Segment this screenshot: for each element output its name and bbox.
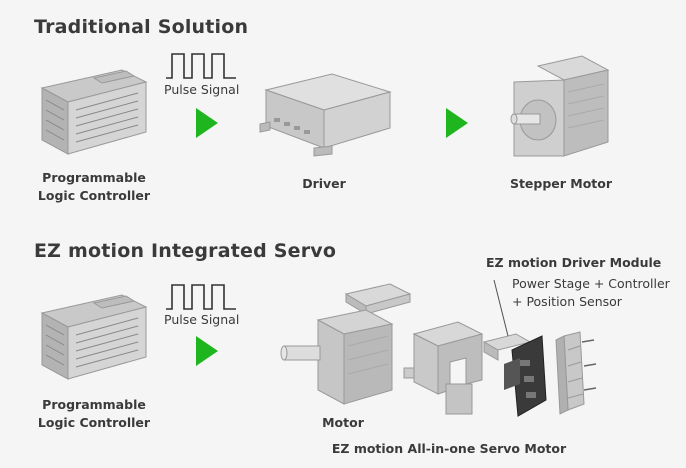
ez-title: EZ motion Integrated Servo: [34, 240, 337, 262]
driver-image: [259, 73, 392, 157]
arrow-right-icon: [446, 108, 468, 138]
stepper-motor-image: [510, 55, 610, 157]
plc-label-line2: Logic Controller: [37, 415, 151, 430]
driver-label: Driver: [302, 176, 346, 191]
traditional-title: Traditional Solution: [34, 16, 249, 38]
plc-image-1: [40, 69, 148, 155]
driver-module-line1: Power Stage + Controller: [512, 276, 670, 291]
driver-module-title: EZ motion Driver Module: [486, 255, 662, 270]
pulse-signal-label: Pulse Signal: [164, 82, 240, 97]
plc-image-2: [40, 294, 148, 380]
arrow-right-icon: [196, 108, 218, 138]
driver-module-line2: + Position Sensor: [512, 294, 622, 309]
pulse-waveform-icon: [166, 53, 236, 79]
motor-label: Motor: [322, 415, 364, 430]
arrow-right-icon: [196, 336, 218, 366]
plc-label-line1: Programmable: [42, 170, 146, 185]
pulse-signal-label: Pulse Signal: [164, 312, 240, 327]
servo-caption: EZ motion All-in-one Servo Motor: [331, 441, 567, 456]
plc-label-line1: Programmable: [42, 397, 146, 412]
servo-exploded-image: [280, 279, 597, 417]
stepper-motor-label: Stepper Motor: [509, 176, 613, 191]
pulse-waveform-icon: [166, 284, 236, 310]
plc-label-line2: Logic Controller: [37, 188, 151, 203]
